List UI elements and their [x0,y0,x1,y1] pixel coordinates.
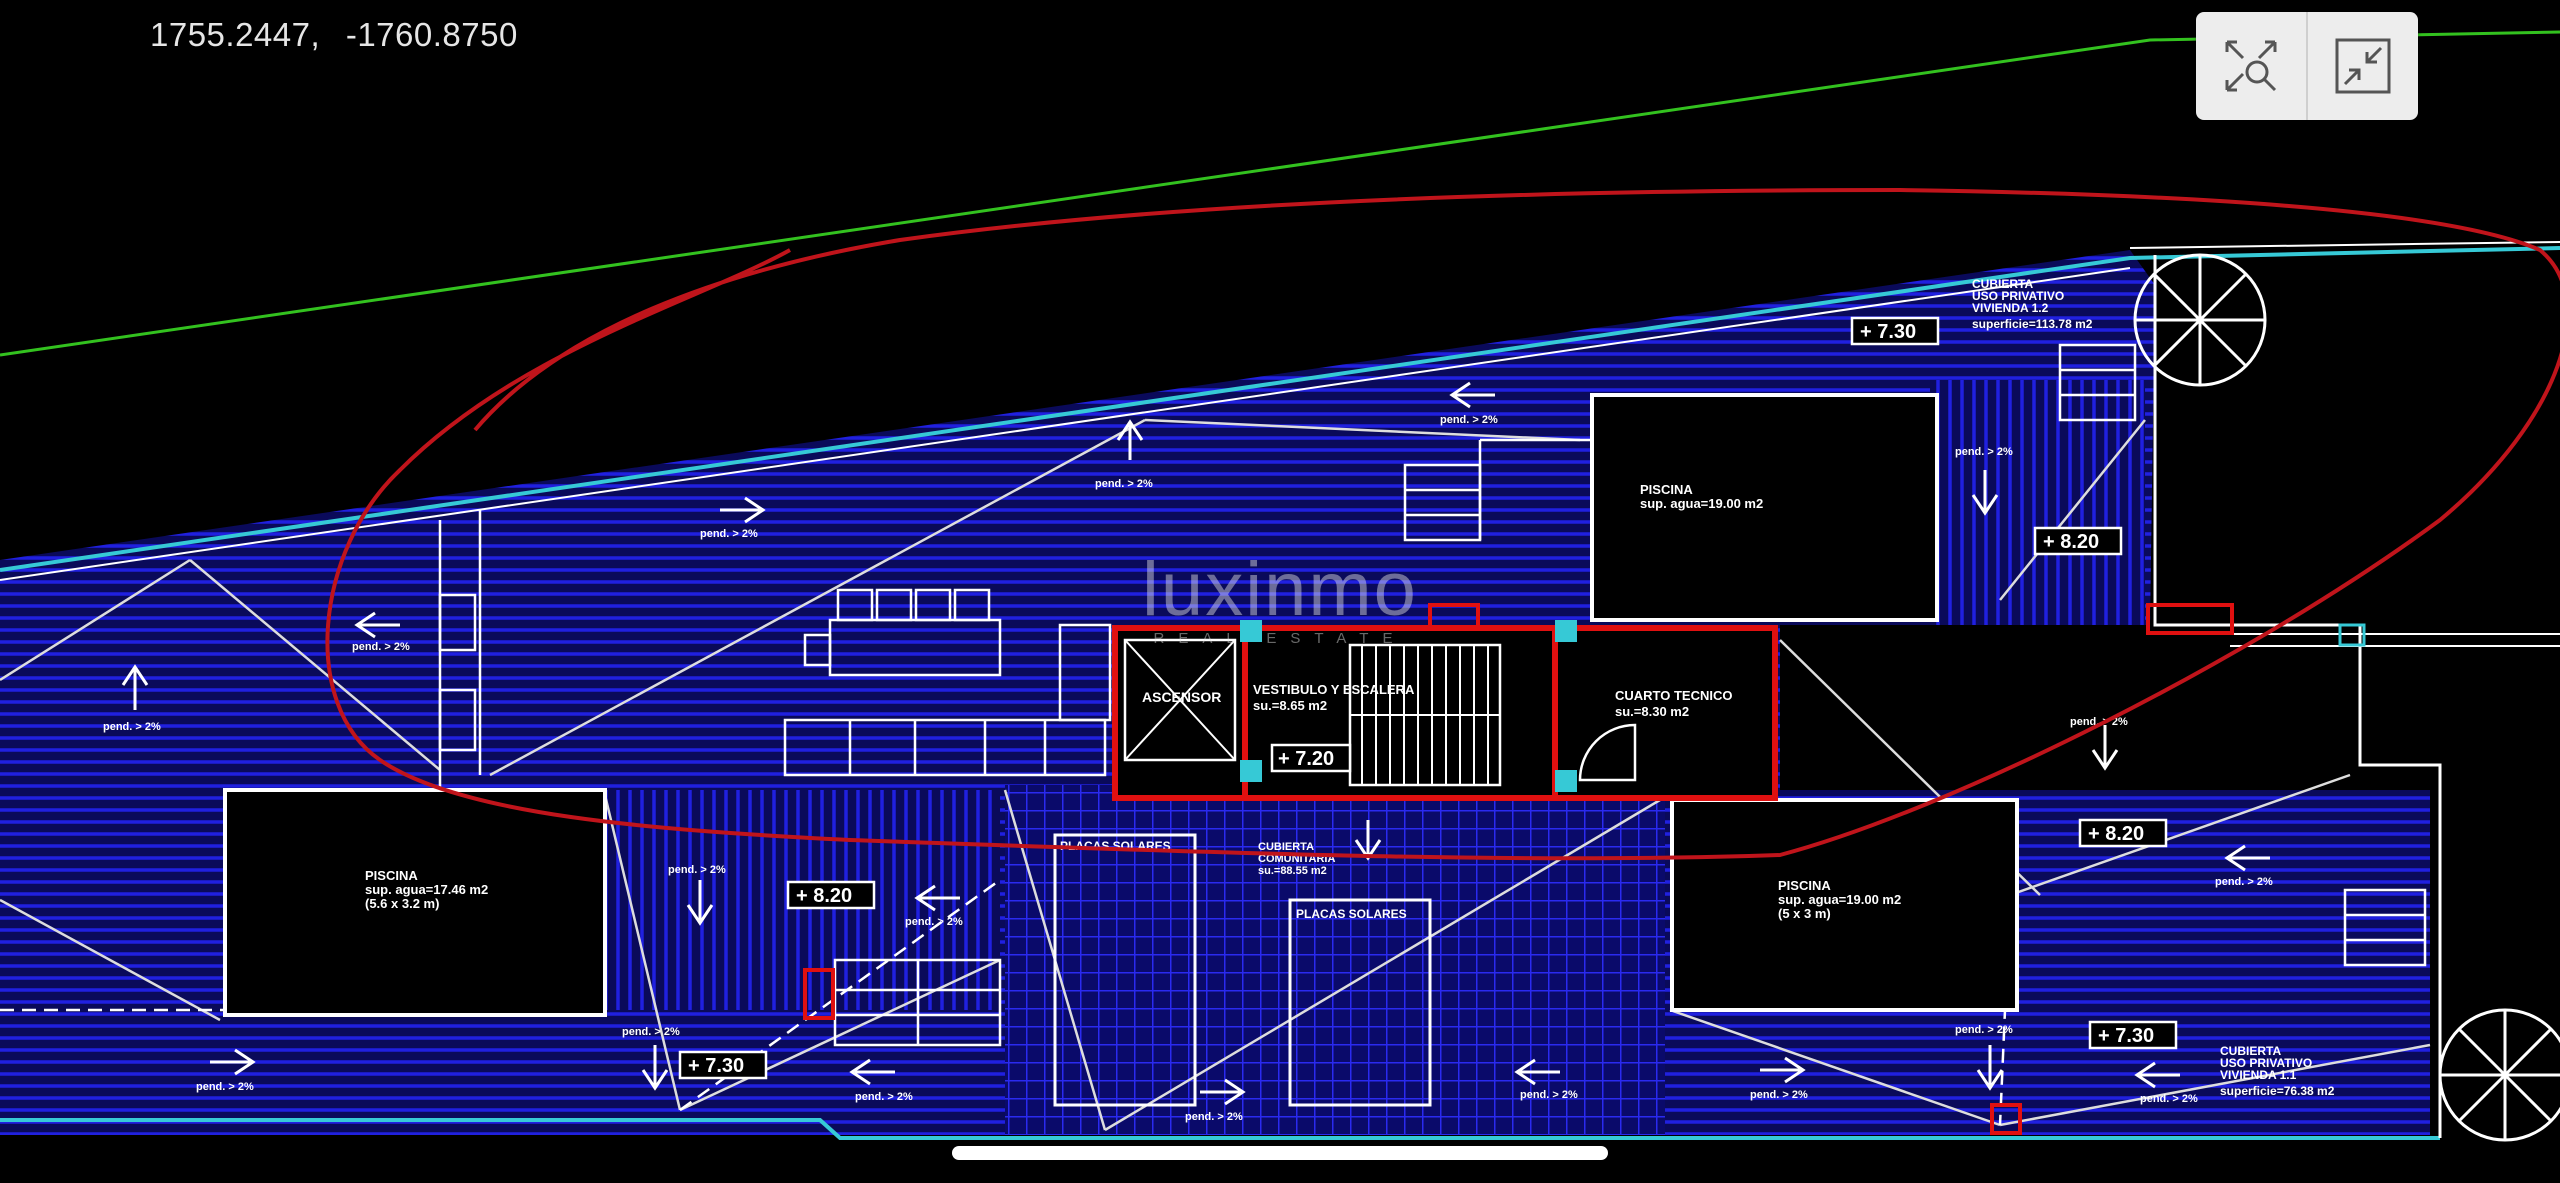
slope-label: pend. > 2% [905,916,963,928]
slope-label: pend. > 2% [2215,876,2273,888]
common-roof-label: CUBIERTA [1258,841,1314,853]
level-value: + 8.20 [796,885,852,907]
elevator-label: ASCENSOR [1142,689,1221,705]
bottom-wall [0,1118,2440,1140]
slope-label: pend. > 2% [352,641,410,653]
spiral-stair-top [2133,253,2267,387]
slope-label: pend. > 2% [1955,1024,2013,1036]
cursor-coordinates: 1755.2447, -1760.8750 [150,16,534,54]
room-labels: CUBIERTA USO PRIVATIVO VIVIENDA 1.2 supe… [365,277,2335,1098]
slope-label: pend. > 2% [103,721,161,733]
level-values: + 7.30 + 8.20 + 8.20 + 7.30 + 7.20 + 8.2… [688,321,2154,1077]
core [1112,603,1778,801]
cubierta-label: USO PRIVATIVO [2220,1056,2312,1070]
level-value: + 7.30 [2098,1025,2154,1047]
level-value: + 7.20 [1278,748,1334,770]
site-boundary-line [0,30,2560,357]
level-value: + 7.30 [688,1055,744,1077]
slope-label: pend. > 2% [1185,1111,1243,1123]
pool-label: (5.6 x 3.2 m) [365,896,439,911]
cubierta-label: CUBIERTA [2220,1044,2281,1058]
zoom-extents-icon [2225,40,2277,92]
collapse-arrows-icon [2335,38,2391,94]
view-toolbar [2196,12,2418,120]
pool-label: PISCINA [1640,482,1693,497]
cubierta-label: VIVIENDA 1.2 [1972,301,2049,315]
solar-panels-2 [1288,898,1432,1107]
pool-label: (5 x 3 m) [1778,906,1831,921]
level-value: + 8.20 [2043,531,2099,553]
vestibule-label: VESTIBULO Y ESCALERA [1253,682,1415,697]
cubierta-label: USO PRIVATIVO [1972,289,2064,303]
level-value: + 7.30 [1860,321,1916,343]
slope-labels: pend. > 2% pend. > 2% pend. > 2% pend. >… [103,414,2273,1123]
fit-to-screen-button[interactable] [2306,12,2418,120]
zoom-extents-button[interactable] [2196,12,2306,120]
markup-circle [325,187,2560,861]
cubierta-label: superficie=76.38 m2 [2220,1084,2335,1098]
parapet-top [0,246,2560,572]
spiral-stair-bottom [2438,1008,2560,1142]
vestibule-label: su.=8.65 m2 [1253,698,1327,713]
slope-label: pend. > 2% [668,864,726,876]
right-wall [2153,255,2442,1138]
common-roof-label: su.=88.55 m2 [1258,865,1327,877]
slope-label: pend. > 2% [1440,414,1498,426]
coordinate-y: -1760.8750 [345,16,518,53]
top-right-ledge [2129,241,2560,249]
coordinate-x: 1755.2447, [150,16,321,53]
slope-label: pend. > 2% [855,1091,913,1103]
pool-label: PISCINA [365,868,418,883]
cubierta-label: VIVIENDA 1.1 [2220,1068,2297,1082]
technical-room-label: su.=8.30 m2 [1615,704,1689,719]
solar-label: PLACAS SOLARES [1296,907,1407,921]
level-value: + 8.20 [2088,823,2144,845]
right-roof-hatch [1930,380,2145,625]
pool-label: PISCINA [1778,878,1831,893]
pool-top [1590,393,1939,622]
slope-lines [0,418,2431,1132]
slope-label: pend. > 2% [622,1026,680,1038]
home-indicator[interactable] [952,1146,1608,1160]
right-elements [803,343,2427,1135]
slope-label: pend. > 2% [196,1081,254,1093]
left-interior [438,438,1590,1047]
solar-panels-1 [1053,833,1197,1107]
cubierta-label: superficie=113.78 m2 [1972,317,2093,331]
solar-grid-area [1005,785,1665,1135]
slope-label: pend. > 2% [1750,1089,1808,1101]
level-tags [678,316,2178,1080]
pool-left [223,788,607,1017]
slope-label: pend. > 2% [700,528,758,540]
technical-room-label: CUARTO TECNICO [1615,688,1732,703]
pool-label: sup. agua=19.00 m2 [1778,892,1901,907]
cubierta-label: CUBIERTA [1972,277,2033,291]
pool-label: sup. agua=17.46 m2 [365,882,488,897]
slope-label: pend. > 2% [1520,1089,1578,1101]
slope-label: pend. > 2% [2140,1093,2198,1105]
pool-label: sup. agua=19.00 m2 [1640,496,1763,511]
slope-arrows [121,381,2270,1106]
slope-label: pend. > 2% [1095,478,1153,490]
slope-label: pend. > 2% [1955,446,2013,458]
